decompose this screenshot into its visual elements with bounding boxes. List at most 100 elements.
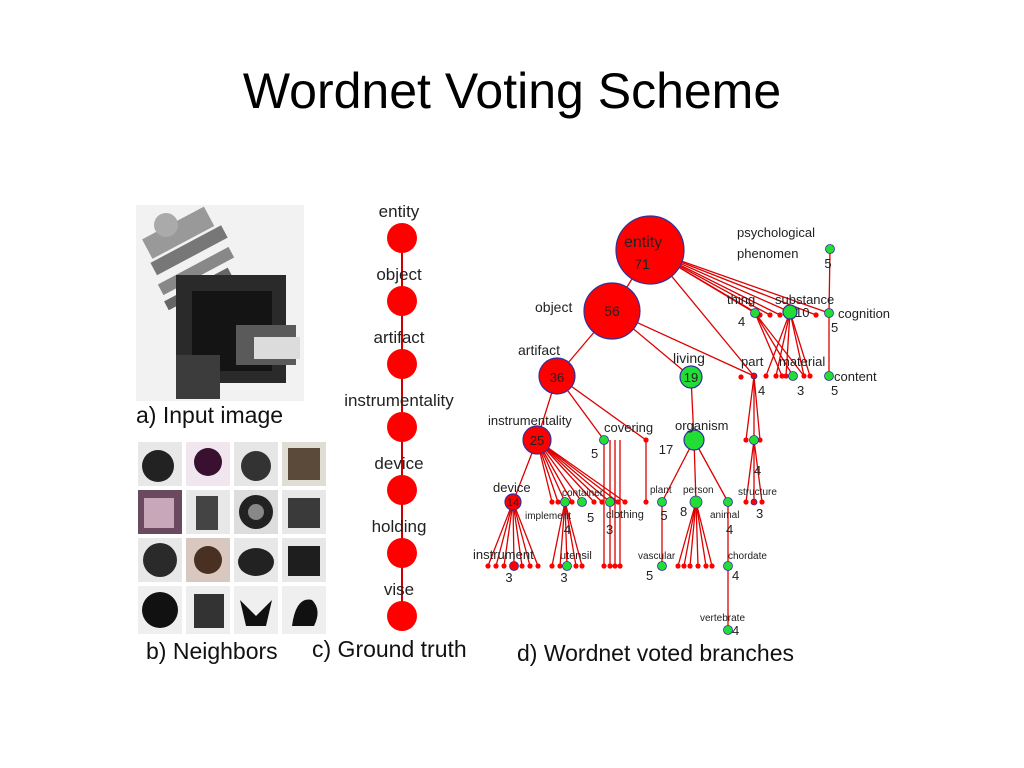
ground-truth-node-device [387,475,417,505]
label-organism: organism [675,418,728,433]
caption-voted-branches: d) Wordnet voted branches [517,640,795,666]
label-living: living [673,350,705,366]
label-part-child-count: 4 [754,463,761,478]
edge-thing-leaf-2 [754,312,805,377]
label-container: container [562,488,604,499]
label-chordate: chordate [728,551,767,562]
label-substance-count: 10 [795,305,809,320]
edge-person-leaf-2 [689,501,697,567]
node-substance [782,304,798,320]
label-cognition: cognition [838,306,890,321]
label-organism-count: 17 [659,442,673,457]
label-psych-1: psychological [737,225,815,240]
neighbor-thumbnails [138,442,326,634]
input-image [136,205,304,401]
label-clothing: clothing [606,509,644,521]
edge-substance-leaf-4 [789,311,811,377]
edge-person-leaf-4 [695,501,707,567]
leaf-dot-row3-5 [615,499,621,505]
leaf-dot-row1-3 [801,373,807,379]
edge-instr-child-6 [536,439,603,503]
label-artifact-count: 36 [550,370,564,385]
leaf-dot-row1-5 [779,373,785,379]
tree-nodes [485,215,835,635]
node-material [788,371,798,381]
node-animal [723,497,733,507]
label-entity: entity [624,234,662,251]
node-chordate [723,561,733,571]
edge-device-leaf-5 [512,501,539,567]
edge-device-instrument [512,501,515,567]
leaf-dot-row4-13 [617,563,623,569]
label-utensil-count: 3 [560,570,567,585]
edge-device-leaf-0 [487,501,514,567]
label-utensil: utensil [560,550,592,562]
edge-device-leaf-1 [495,501,514,567]
label-instrumentality-count: 25 [530,433,544,448]
leaf-dot-row4-19 [709,563,715,569]
leaf-dot-row3-3 [591,499,597,505]
label-cognition-count: 5 [831,320,838,335]
label-vertebrate-count: 4 [732,623,739,638]
node-entity [615,215,685,285]
label-structure: structure [738,487,777,498]
leaf-dot-row4-7 [557,563,563,569]
ground-truth-node-vise [387,601,417,631]
edge-device-leaf-4 [512,501,531,567]
edge-device-leaf-3 [512,501,523,567]
ground-truth-node-holding [387,538,417,568]
label-substance: substance [775,292,834,307]
label-clothing-count: 3 [606,522,613,537]
edge-organism-animal [693,439,729,503]
label-content-count: 5 [831,383,838,398]
label-entity-count: 71 [634,256,650,272]
leaf-dot-row4-14 [675,563,681,569]
edge-person-leaf-0 [677,501,697,567]
ground-truth-node-instrumentality [387,412,417,442]
caption-input-image: a) Input image [136,402,284,428]
label-object: object [535,299,572,315]
label-implement: implement [525,511,571,522]
edge-implement-leaf-1 [559,501,566,567]
leaf-dot-row4-18 [703,563,709,569]
neighbors-grid [138,442,326,634]
label-material: material [779,354,825,369]
leaf-dot-row3-1 [555,499,561,505]
label-structure-count: 3 [756,506,763,521]
edge-person-leaf-3 [695,501,699,567]
ground-truth-label-holding: holding [372,517,427,536]
node-part [750,372,758,380]
ground-truth-label-instrumentality: instrumentality [344,391,454,410]
edge-person-leaf-5 [695,501,713,567]
caption-ground-truth: c) Ground truth [312,636,467,662]
leaf-dot-row4-5 [535,563,541,569]
leaf-dot-row4-4 [527,563,533,569]
leaf-dot-row4-16 [687,563,693,569]
label-person-count: 8 [680,504,687,519]
ground-truth-node-entity [387,223,417,253]
label-instrumentality: instrumentality [488,413,572,428]
node-person [689,495,703,509]
leaf-dot-row1-1 [773,373,779,379]
edge-psych-cognition [828,248,831,314]
label-chordate-count: 4 [732,568,739,583]
leaf-dot-row4-12 [612,563,618,569]
ground-truth-label-artifact: artifact [373,328,424,347]
label-thing: thing [727,292,755,307]
edge-implement-leaf-3 [564,501,583,567]
label-content: content [834,369,877,384]
leaf-dot-row0-1 [777,312,783,318]
edge-implement-leaf-0 [551,501,566,567]
edge-part-leaf-0 [745,375,755,441]
node-plant [657,497,667,507]
label-living-count: 19 [684,370,698,385]
leaf-dot-row0-2 [813,312,819,318]
node-artifact [538,357,576,395]
label-instrument-count: 3 [505,570,512,585]
edge-thing-leaf-1 [754,312,794,377]
node-clothing [605,497,615,507]
node-thing [750,308,760,318]
node-structure-child [750,498,758,506]
slide-title: Wordnet Voting Scheme [242,63,782,119]
